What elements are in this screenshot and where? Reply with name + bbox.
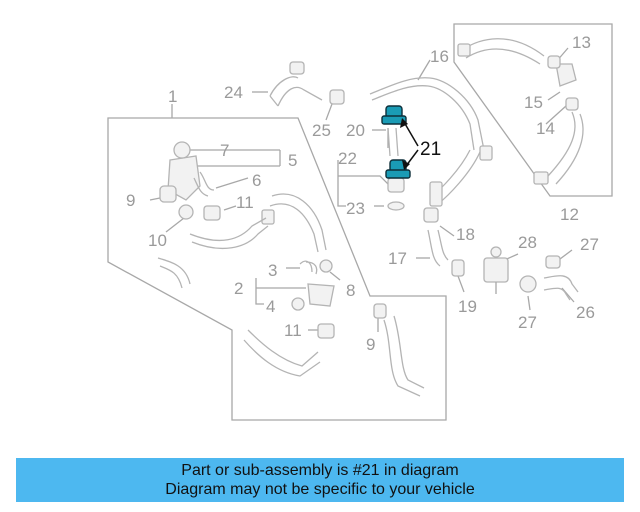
part-28 (483, 246, 509, 294)
label-3: 3 (268, 261, 277, 280)
pipe-20 (387, 127, 399, 157)
label-11-upper: 11 (236, 193, 254, 212)
label-8: 8 (346, 281, 355, 300)
part-3-4-8 (291, 259, 335, 311)
label-25: 25 (312, 121, 331, 140)
pipe-16 (369, 77, 493, 207)
label-10: 10 (148, 231, 167, 250)
label-6: 6 (252, 171, 261, 190)
label-27-lower: 27 (518, 313, 537, 332)
label-21: 21 (420, 139, 441, 160)
label-26: 26 (576, 303, 595, 322)
label-22: 22 (338, 149, 357, 168)
banner-line-1: Part or sub-assembly is #21 in diagram (181, 462, 459, 479)
label-7: 7 (220, 141, 229, 160)
thermostat-housing-group-1 (159, 141, 275, 225)
label-18: 18 (456, 225, 475, 244)
clamp-19 (451, 259, 465, 277)
group-12-outline (453, 23, 613, 197)
label-5: 5 (288, 151, 297, 170)
info-banner: Part or sub-assembly is #21 in diagram D… (16, 458, 624, 502)
clamp-25 (329, 89, 345, 105)
label-16: 16 (430, 47, 449, 66)
callout-labels: 1 2 3 4 5 6 7 8 9 9 10 11 11 12 13 14 15… (126, 33, 599, 354)
banner-line-2: Diagram may not be specific to your vehi… (165, 481, 475, 498)
part-22-23 (387, 177, 405, 211)
hose-group-1-lower (243, 303, 425, 397)
label-20: 20 (346, 121, 365, 140)
label-4: 4 (266, 297, 275, 316)
hose-group-1 (157, 193, 327, 289)
part-18 (423, 207, 439, 223)
label-28: 28 (518, 233, 537, 252)
label-1: 1 (168, 87, 177, 106)
label-11-lower: 11 (284, 321, 302, 340)
group-1-outline (107, 117, 447, 421)
parts-diagram: 1 2 3 4 5 6 7 8 9 9 10 11 11 12 13 14 15… (107, 23, 613, 421)
label-9-lower: 9 (366, 335, 375, 354)
hose-group-12 (457, 38, 584, 185)
label-17: 17 (388, 249, 407, 268)
hose-17 (427, 229, 449, 267)
label-12: 12 (560, 205, 579, 224)
hose-24 (269, 61, 323, 107)
label-23: 23 (346, 199, 365, 218)
part-21-highlighted (381, 105, 419, 179)
label-9-upper: 9 (126, 191, 135, 210)
label-13: 13 (572, 33, 591, 52)
label-14: 14 (536, 119, 555, 138)
label-15: 15 (524, 93, 543, 112)
hose-26 (519, 255, 579, 301)
label-2: 2 (234, 279, 243, 298)
label-27-right: 27 (580, 235, 599, 254)
label-24: 24 (224, 83, 243, 102)
label-19: 19 (458, 297, 477, 316)
